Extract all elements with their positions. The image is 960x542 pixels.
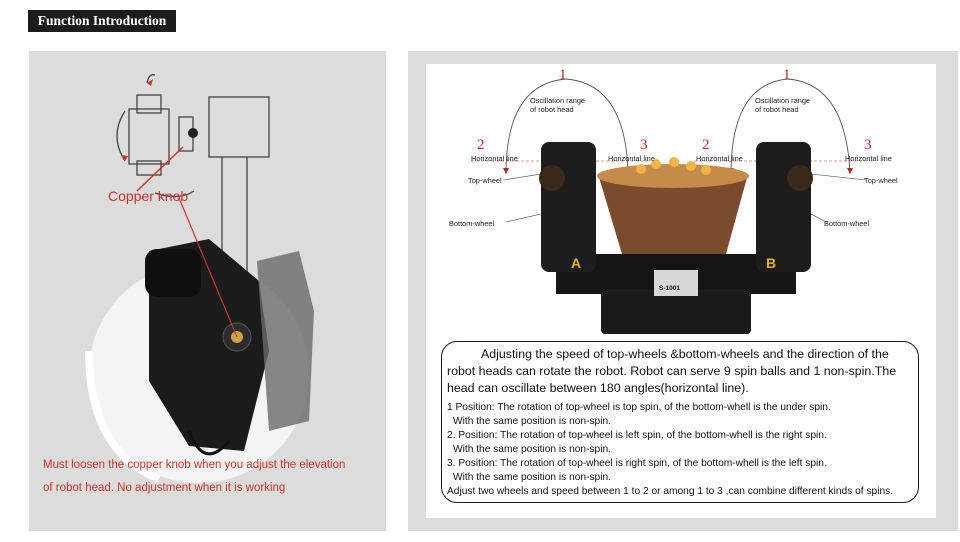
- bottom-wheel-label-left: Bottom-wheel: [449, 219, 495, 228]
- warning-line-1: Must loosen the copper knob when you adj…: [43, 459, 346, 471]
- top-wheel-label-right: Top-wheel: [864, 176, 898, 185]
- copper-knob-label: Copper knob: [108, 188, 189, 204]
- horizontal-line-label-3: Horizontal line: [696, 154, 743, 163]
- model-plate: S-1001: [659, 285, 680, 292]
- knob-illustration: [85, 74, 314, 483]
- position-1-note: With the same position is non-spin.: [453, 416, 611, 427]
- position-2-text: 2. Position: The rotation of top-wheel i…: [447, 430, 827, 441]
- oscillation-sub-right: of robot head: [755, 105, 799, 114]
- position-3-marker-right: 3: [864, 137, 872, 153]
- oscillation-sub-left: of robot head: [530, 105, 574, 114]
- head-a-label: A: [571, 255, 582, 271]
- position-2-marker-left: 2: [477, 137, 485, 153]
- position-3-text: 3. Position: The rotation of top-wheel i…: [447, 458, 827, 469]
- position-1-marker-right: 1: [783, 67, 791, 83]
- oscillation-label-left: Oscillation range: [530, 96, 586, 105]
- position-3-marker-left: 3: [640, 137, 648, 153]
- position-2-note: With the same position is non-spin.: [453, 444, 611, 455]
- description-box: [441, 341, 919, 503]
- description-intro: Adjusting the speed of top-wheels &botto…: [447, 347, 897, 395]
- horizontal-line-label-2: Horizontal line: [608, 154, 655, 163]
- oscillation-label-right: Oscillation range: [755, 96, 811, 105]
- bottom-wheel-label-right: Bottom-wheel: [824, 219, 870, 228]
- position-1-marker-left: 1: [559, 67, 567, 83]
- position-3-note: With the same position is non-spin.: [453, 472, 611, 483]
- horizontal-line-label-1: Horizontal line: [471, 154, 518, 163]
- head-b-label: B: [766, 255, 777, 271]
- horizontal-line-label-4: Horizontal line: [845, 154, 892, 163]
- top-wheel-label-left: Top-wheel: [468, 176, 502, 185]
- warning-line-2: of robot head. No adjustment when it is …: [43, 482, 286, 494]
- position-1-text: 1 Position: The rotation of top-wheel is…: [447, 402, 831, 413]
- robot-diagram: [471, 78, 874, 334]
- section-title: Function Introduction: [28, 10, 176, 32]
- summary-text: Adjust two wheels and speed between 1 to…: [447, 486, 894, 497]
- position-2-marker-right: 2: [702, 137, 710, 153]
